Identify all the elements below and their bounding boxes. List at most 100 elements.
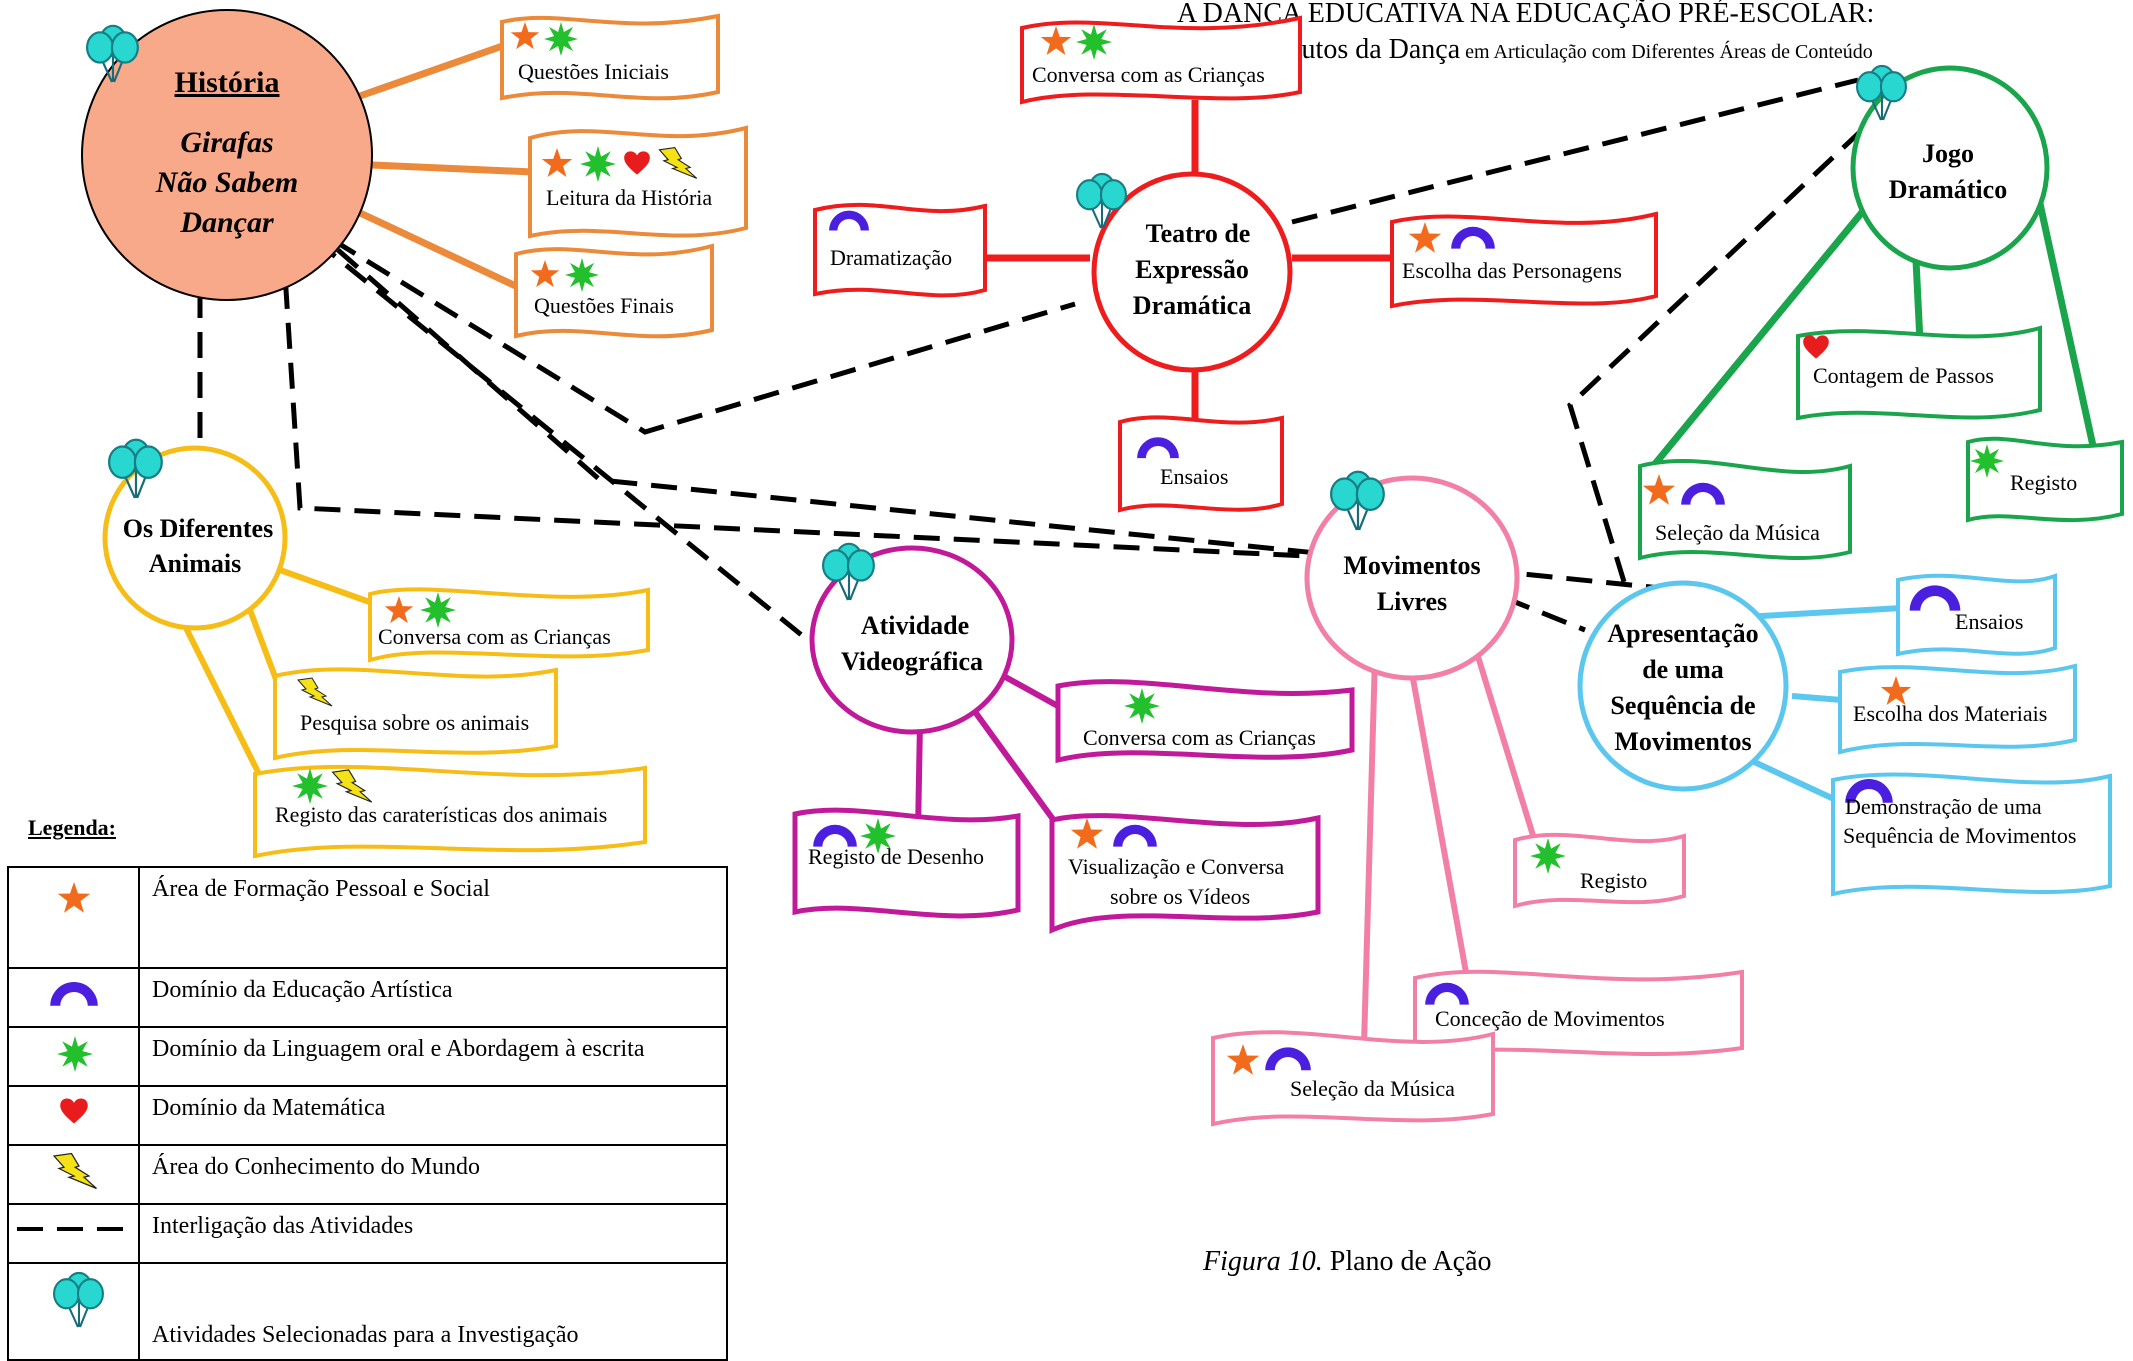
flag-label: Visualização e Conversa: [1068, 854, 1284, 879]
flag-label: Registo das caraterísticas dos animais: [275, 802, 607, 827]
flag-label: Conceção de Movimentos: [1435, 1006, 1665, 1031]
hub-line: Livres: [1377, 587, 1447, 616]
hub-line: Atividade: [861, 611, 969, 640]
flag-label: Contagem de Passos: [1813, 363, 1994, 388]
hub-line: Movimentos: [1614, 727, 1751, 756]
video-connectors: [915, 671, 1067, 833]
flag-label: Ensaios: [1160, 464, 1228, 489]
flag-concecao-movimentos[interactable]: Conceção de Movimentos: [1413, 969, 1744, 1061]
legend-label: Domínio da Educação Artística: [138, 967, 728, 1028]
legend-row: Área do Conhecimento do Mundo: [7, 1144, 728, 1205]
flag-label: Registo: [1580, 868, 1647, 893]
legend-row: Área de Formação Pessoal e Social: [7, 866, 728, 969]
flag-label: Registo de Desenho: [808, 844, 984, 869]
flag-label: Escolha das Personagens: [1402, 258, 1622, 283]
hub-teatro[interactable]: Teatro de Expressão Dramática: [1076, 171, 1293, 373]
flag-conversa-criancas-animais[interactable]: Conversa com as Crianças: [368, 587, 650, 663]
action-plan-diagram: A DANÇA EDUCATIVA NA EDUCAÇÃO PRÉ-ESCOLA…: [81, 0, 2124, 1277]
legend-label: Área do Conhecimento do Mundo: [138, 1144, 728, 1205]
legend-label: Domínio da Linguagem oral e Abordagem à …: [138, 1026, 728, 1087]
flag-label: sobre os Vídeos: [1110, 884, 1250, 909]
hub-line: Animais: [149, 549, 241, 578]
historia-connectors: [356, 40, 534, 292]
hub-os-diferentes-animais[interactable]: Os Diferentes Animais: [102, 438, 288, 631]
flag-questoes-iniciais[interactable]: Questões Iniciais: [500, 13, 720, 101]
flag-demonstracao-sequencia[interactable]: Demonstração de uma Sequência de Movimen…: [1831, 772, 2112, 897]
hub-apresentacao-sequencia[interactable]: Apresentação de uma Sequência de Movimen…: [1577, 580, 1789, 792]
flag-label: Seleção da Música: [1655, 520, 1820, 545]
figure-caption: Figura 10. Plano de Ação: [1202, 1246, 1492, 1277]
star-icon: [57, 882, 91, 913]
burst-icon: [57, 1036, 93, 1072]
hub-line: Jogo: [1922, 139, 1974, 168]
flag-label: Conversa com as Crianças: [378, 624, 611, 649]
burst-icon: [292, 768, 328, 804]
flag-escolha-personagens[interactable]: Escolha das Personagens: [1390, 211, 1658, 309]
legend-row: Interligação das Atividades: [7, 1203, 728, 1264]
flag-label: Sequência de Movimentos: [1843, 823, 2076, 848]
hub-atividade-videografica[interactable]: Atividade Videográfica: [809, 542, 1015, 735]
flag-conversa-criancas-teatro[interactable]: Conversa com as Crianças: [1020, 15, 1302, 105]
hub-jogo-dramatico[interactable]: Jogo Dramático: [1850, 64, 2050, 271]
flag-registo-jogo[interactable]: Registo: [1966, 436, 2124, 523]
flag-selecao-musica-mov[interactable]: Seleção da Música: [1211, 1030, 1495, 1127]
flag-leitura-historia[interactable]: Leitura da História: [528, 125, 748, 239]
flag-label: Dramatização: [830, 245, 952, 270]
flag-label: Questões Finais: [534, 293, 674, 318]
heart-icon: [60, 1098, 88, 1124]
hub-movimentos-livres[interactable]: Movimentos Livres: [1304, 470, 1520, 681]
legend-label: Área de Formação Pessoal e Social: [138, 866, 728, 969]
legend-row: Domínio da Matemática: [7, 1085, 728, 1146]
legend-row: Domínio da Educação Artística: [7, 967, 728, 1028]
flag-label: Demonstração de uma: [1845, 794, 2042, 819]
flag-label: Escolha dos Materiais: [1853, 701, 2047, 726]
flag-escolha-materiais[interactable]: Escolha dos Materiais: [1838, 663, 2077, 755]
flag-label: Registo: [2010, 470, 2077, 495]
flag-ensaios-apresentacao[interactable]: Ensaios: [1896, 573, 2057, 657]
flag-registo-movimentos[interactable]: Registo: [1513, 832, 1686, 909]
flag-questoes-finais[interactable]: Questões Finais: [514, 243, 714, 339]
burst-icon: [1124, 688, 1160, 724]
flag-ensaios-teatro[interactable]: Ensaios: [1118, 415, 1284, 513]
burst-icon: [1530, 838, 1566, 874]
legend-label: Atividades Selecionadas para a Investiga…: [138, 1262, 728, 1361]
burst-icon: [1970, 444, 2004, 478]
header-line2: Contributos da Dança em Articulação com …: [1216, 34, 1873, 65]
hub-line: Movimentos: [1343, 551, 1480, 580]
legend-label: Interligação das Atividades: [138, 1203, 728, 1264]
balloons-icon: [53, 1271, 104, 1329]
interconnection-lines: [197, 77, 1864, 652]
burst-icon: [420, 592, 456, 628]
flag-contagem-passos[interactable]: Contagem de Passos: [1796, 325, 2042, 421]
flag-label: Seleção da Música: [1290, 1076, 1455, 1101]
hub-line: Girafas: [180, 126, 273, 159]
flag-visualizacao-videos[interactable]: Visualização e Conversa sobre os Vídeos: [1049, 813, 1321, 934]
hub-line: Expressão: [1135, 255, 1249, 284]
lightning-icon: [53, 1152, 98, 1190]
burst-icon: [1076, 24, 1112, 60]
legend-row: Atividades Selecionadas para a Investiga…: [7, 1262, 728, 1361]
flag-label: Questões Iniciais: [518, 59, 669, 84]
dashed-line-icon: [17, 1227, 131, 1231]
flag-label: Conversa com as Crianças: [1083, 725, 1316, 750]
arch-icon: [50, 982, 98, 1006]
hub-line: Não Sabem: [155, 166, 299, 199]
legend-title: Legenda:: [28, 815, 116, 840]
burst-icon: [580, 146, 616, 182]
hub-line: Sequência de: [1610, 691, 1755, 720]
hub-line: Os Diferentes: [123, 514, 273, 543]
hub-title: História: [175, 66, 280, 99]
flag-label: Conversa com as Crianças: [1032, 62, 1265, 87]
hub-line: Dançar: [179, 206, 274, 239]
hub-historia[interactable]: História Girafas Não Sabem Dançar: [81, 9, 373, 301]
flag-registo-desenho[interactable]: Registo de Desenho: [792, 807, 1021, 919]
legend-row: Domínio da Linguagem oral e Abordagem à …: [7, 1026, 728, 1087]
flag-dramatizacao[interactable]: Dramatização: [813, 202, 987, 298]
flag-conversa-criancas-video[interactable]: Conversa com as Crianças: [1055, 679, 1355, 764]
flag-selecao-musica-jogo[interactable]: Seleção da Música: [1638, 459, 1852, 561]
flag-pesquisa-animais[interactable]: Pesquisa sobre os animais: [273, 667, 558, 761]
flag-label: Leitura da História: [546, 185, 712, 210]
hub-line: Dramático: [1889, 175, 2007, 204]
burst-icon: [544, 22, 578, 56]
flag-registo-caracteristicas[interactable]: Registo das caraterísticas dos animais: [253, 764, 647, 859]
